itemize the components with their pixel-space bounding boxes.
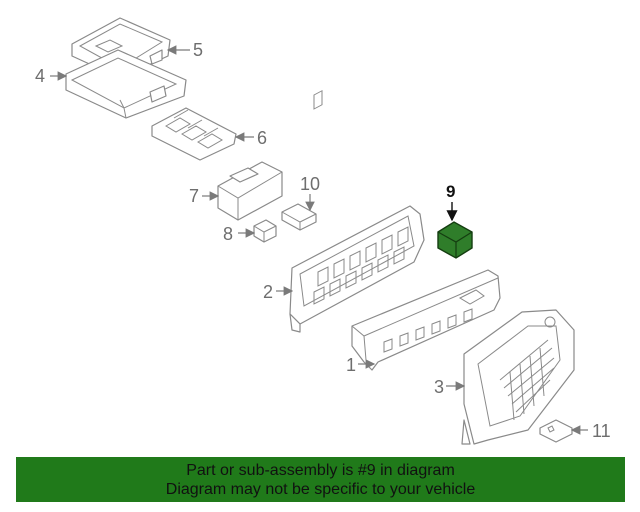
banner-line-2: Diagram may not be specific to your vehi… (165, 481, 476, 498)
callout-2: 2 (263, 282, 274, 302)
callout-8: 8 (223, 224, 234, 244)
banner-line-1: Part or sub-assembly is #9 in diagram (186, 462, 455, 479)
callout-10: 10 (300, 174, 321, 194)
part-4-housing[interactable] (50, 49, 187, 119)
callout-3: 3 (434, 377, 445, 397)
part-7-relay[interactable] (202, 161, 283, 221)
part-2-fuse-panel[interactable] (276, 90, 425, 333)
callout-4: 4 (35, 66, 46, 86)
callout-9: 9 (446, 182, 456, 201)
part-8-clip[interactable] (238, 219, 277, 243)
part-9-relay-highlighted[interactable] (437, 202, 473, 259)
part-11-bracket[interactable] (539, 419, 588, 443)
callout-7: 7 (189, 186, 200, 206)
part-6-relay-block[interactable] (151, 107, 254, 161)
info-banner: Part or sub-assembly is #9 in diagram Di… (16, 457, 625, 502)
callout-6: 6 (257, 128, 268, 148)
part-1-carrier[interactable] (351, 269, 501, 371)
callout-11: 11 (592, 421, 611, 441)
callout-1: 1 (346, 355, 357, 375)
callout-5: 5 (193, 40, 204, 60)
part-10-connector[interactable] (281, 194, 317, 231)
part-3-lower-housing[interactable] (446, 309, 575, 445)
